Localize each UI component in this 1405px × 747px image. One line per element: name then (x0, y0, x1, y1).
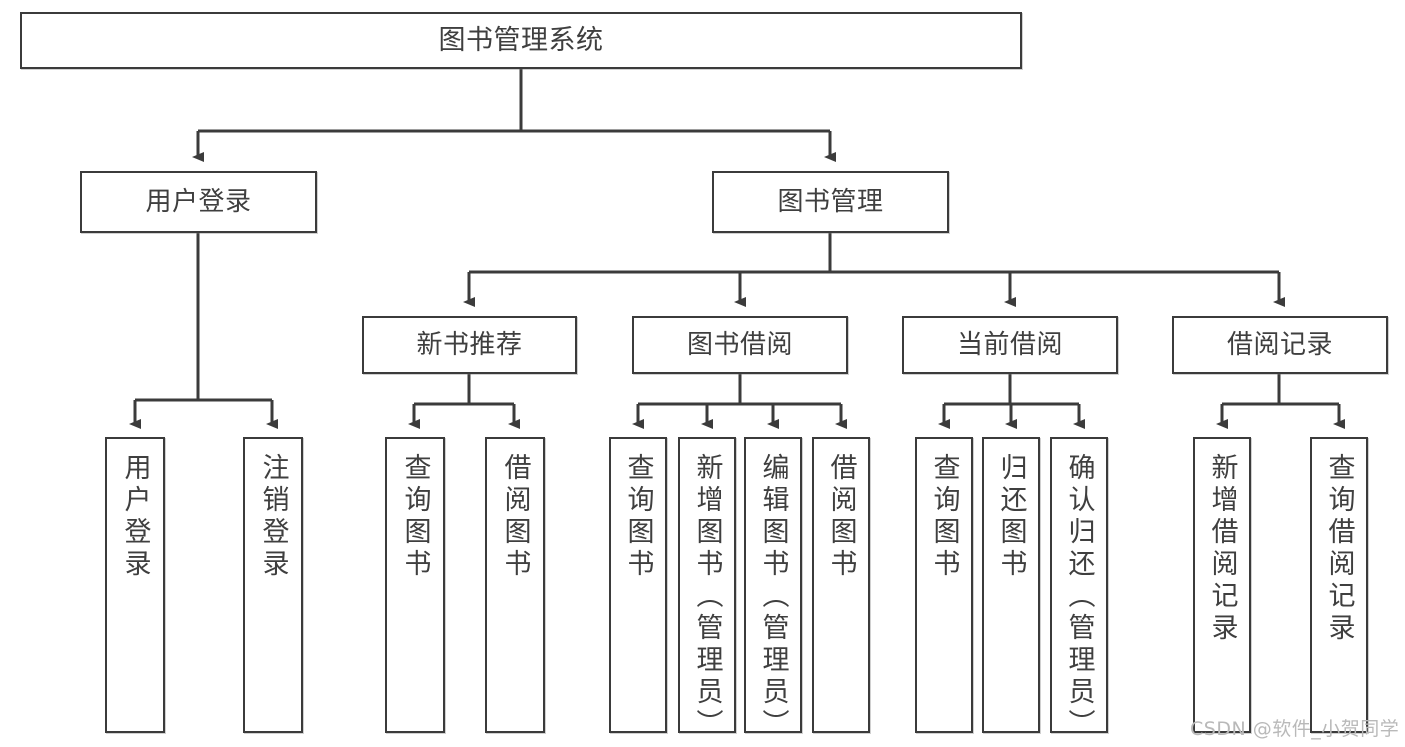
node-label: 归还图书 (995, 453, 1027, 581)
node-user-login[interactable]: 用户登录 (80, 171, 317, 233)
node-label: 查询图书 (622, 453, 654, 581)
node-current-borrow[interactable]: 当前借阅 (902, 316, 1118, 374)
node-leaf-edit-book[interactable]: 编辑图书（管理员） (744, 437, 802, 741)
node-label: 查询图书 (928, 453, 960, 581)
node-new-book-rec[interactable]: 新书推荐 (362, 316, 577, 374)
node-label: 图书管理系统 (438, 24, 604, 56)
node-label: 借阅图书 (825, 453, 857, 581)
node-root-system[interactable]: 图书管理系统 (20, 12, 1022, 69)
node-leaf-borrow-book-1[interactable]: 借阅图书 (485, 437, 545, 733)
node-label: 当前借阅 (956, 329, 1063, 360)
node-label: 图书借阅 (686, 329, 793, 360)
node-label: 借阅图书 (499, 453, 531, 581)
node-label: 用户登录 (145, 186, 252, 217)
node-label: 用户登录 (119, 453, 151, 581)
node-label: 图书管理 (777, 186, 884, 217)
node-leaf-query-book-1[interactable]: 查询图书 (385, 437, 445, 733)
node-label: 新增借阅记录 (1206, 453, 1238, 645)
node-label: 确认归还（管理员） (1063, 453, 1095, 741)
node-leaf-confirm-return[interactable]: 确认归还（管理员） (1050, 437, 1108, 741)
node-leaf-return-book[interactable]: 归还图书 (982, 437, 1040, 733)
node-leaf-query-book-2[interactable]: 查询图书 (609, 437, 667, 733)
node-label: 查询图书 (399, 453, 431, 581)
node-label: 新增图书（管理员） (691, 453, 723, 741)
node-label: 编辑图书（管理员） (757, 453, 789, 741)
node-leaf-query-book-3[interactable]: 查询图书 (915, 437, 973, 733)
node-leaf-add-record[interactable]: 新增借阅记录 (1193, 437, 1251, 733)
node-book-manage[interactable]: 图书管理 (712, 171, 949, 233)
node-leaf-borrow-book-2[interactable]: 借阅图书 (812, 437, 870, 733)
node-label: 查询借阅记录 (1323, 453, 1355, 645)
node-leaf-query-record[interactable]: 查询借阅记录 (1310, 437, 1368, 733)
node-label: 注销登录 (257, 453, 289, 581)
node-leaf-logout-login[interactable]: 注销登录 (243, 437, 303, 733)
node-leaf-user-login[interactable]: 用户登录 (105, 437, 165, 733)
node-leaf-add-book[interactable]: 新增图书（管理员） (678, 437, 736, 741)
node-label: 借阅记录 (1226, 329, 1333, 360)
watermark: CSDN @软件_小贺同学 (1190, 718, 1400, 740)
node-label: 新书推荐 (416, 329, 523, 360)
node-borrow-record[interactable]: 借阅记录 (1172, 316, 1388, 374)
node-book-borrow[interactable]: 图书借阅 (632, 316, 848, 374)
